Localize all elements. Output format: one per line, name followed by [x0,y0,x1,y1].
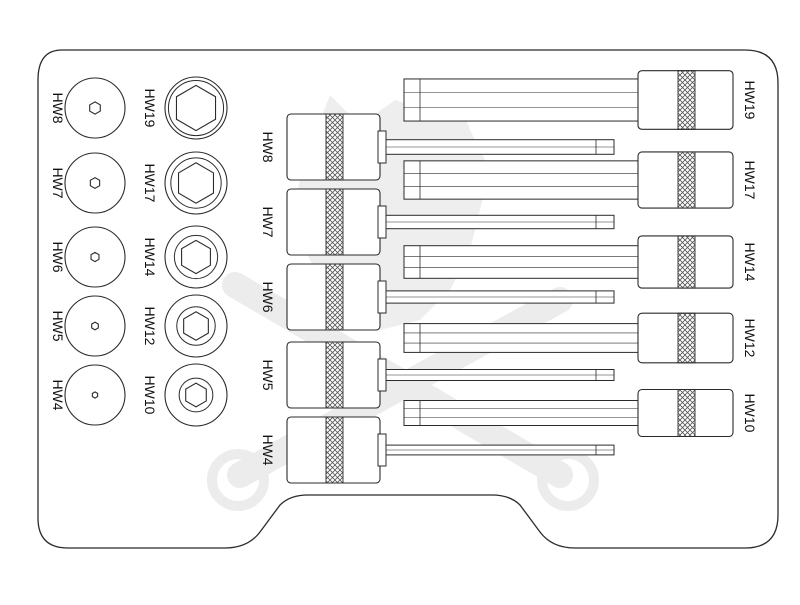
socket-circle [164,151,228,215]
hex-opening-icon [89,177,101,189]
face-socket-hw17: HW17 [142,151,228,215]
socket-bore-ring [173,234,219,280]
bit-socket-hw12: HW12 [403,312,758,364]
face-socket-hw10: HW10 [142,363,228,427]
knurled-grip [325,341,344,409]
hex-shaft [403,323,643,353]
hex-shaft [403,245,643,279]
hex-shaft [403,160,643,200]
bit-socket-hw4: HW4 [260,416,615,484]
hex-opening-icon [90,251,100,263]
hex-opening-icon [91,391,99,399]
face-socket-hw14: HW14 [142,225,228,289]
face-socket-hw6: HW6 [50,226,126,288]
knurled-grip [325,188,344,256]
knurled-grip [677,389,696,437]
bit-label: HW8 [260,131,276,162]
socket-label: HW7 [50,167,66,198]
bit-label: HW7 [260,206,276,237]
knurled-grip [325,416,344,484]
face-socket-hw19: HW19 [142,76,228,140]
socket-label: HW5 [50,310,66,341]
bit-socket-hw19: HW19 [403,70,758,130]
hex-opening-icon [185,382,207,408]
bit-socket-hw17: HW17 [403,151,758,209]
bit-label: HW17 [742,161,758,200]
socket-label: HW19 [142,89,158,128]
hex-opening-icon [177,162,215,204]
socket-neck [377,358,387,392]
hex-opening-icon [89,101,101,115]
bit-socket-hw5: HW5 [260,341,615,409]
socket-label: HW10 [142,376,158,415]
bit-label: HW10 [742,394,758,433]
bit-socket-hw10: HW10 [403,388,758,438]
hex-opening-icon [175,84,217,132]
socket-circle [64,295,126,357]
socket-circle [164,294,228,358]
socket-bore-ring [176,306,216,346]
knurled-grip [325,263,344,331]
socket-circle [64,364,126,426]
socket-bore-ring [170,157,222,209]
socket-neck [377,280,387,314]
bit-label: HW19 [742,81,758,120]
knurled-grip [677,312,696,364]
bit-label: HW14 [742,243,758,282]
bit-label: HW5 [260,359,276,390]
tray-outline [37,49,779,549]
socket-bore-ring [178,377,214,413]
hex-shaft [403,78,643,122]
bit-label: HW4 [260,434,276,465]
socket-label: HW4 [50,379,66,410]
socket-neck [377,130,387,164]
hex-opening-icon [181,239,211,275]
socket-circle [164,363,228,427]
socket-label: HW17 [142,164,158,203]
face-socket-hw4: HW4 [50,364,126,426]
socket-circle [64,152,126,214]
bit-socket-hw8: HW8 [260,113,615,181]
face-socket-hw8: HW8 [50,77,126,139]
knurled-grip [325,113,344,181]
socket-neck [377,205,387,239]
knurled-grip [677,151,696,209]
face-socket-hw5: HW5 [50,295,126,357]
socket-circle [64,77,126,139]
hex-opening-icon [183,311,209,341]
socket-bore-ring [167,79,225,137]
face-socket-hw12: HW12 [142,294,228,358]
bit-label: HW12 [742,319,758,358]
knurled-grip [677,70,696,130]
socket-neck [377,433,387,467]
socket-label: HW8 [50,92,66,123]
hex-shaft [403,400,643,426]
knurled-grip [677,235,696,289]
bit-label: HW6 [260,281,276,312]
bit-socket-hw7: HW7 [260,188,615,256]
socket-label: HW12 [142,307,158,346]
socket-label: HW14 [142,238,158,277]
hex-opening-icon [91,321,99,331]
socket-circle [164,76,228,140]
bit-socket-hw14: HW14 [403,235,758,289]
socket-circle [64,226,126,288]
face-socket-hw7: HW7 [50,152,126,214]
bit-socket-hw6: HW6 [260,263,615,331]
socket-label: HW6 [50,241,66,272]
